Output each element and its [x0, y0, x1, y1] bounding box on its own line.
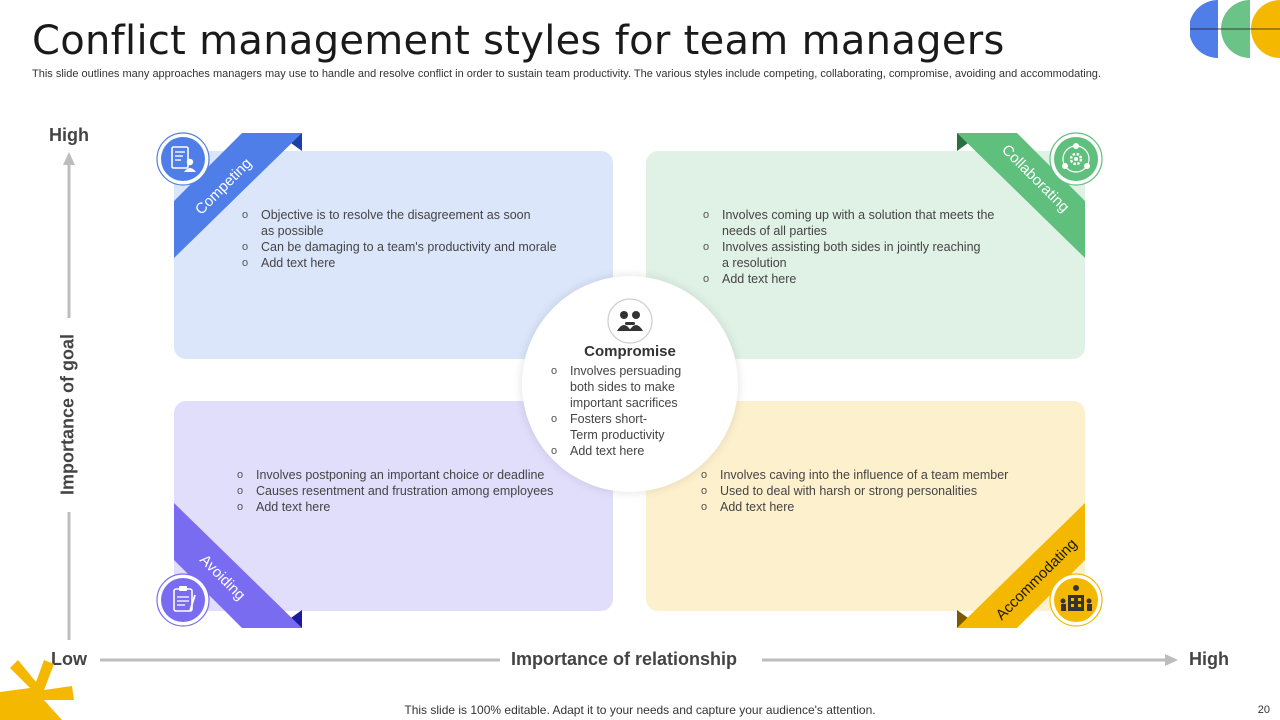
collaborating-points: Involves coming up with a solution that … [703, 207, 1033, 287]
compromise-point: Involves persuading [551, 363, 711, 379]
competing-point-continued: as possible [261, 224, 324, 238]
competing-point: Can be damaging to a team's productivity… [242, 239, 602, 255]
collaborating-point: Add text here [703, 271, 1033, 287]
collaborating-point: Involves coming up with a solution that … [703, 207, 1033, 223]
y-axis-title: Importance of goal [57, 334, 78, 496]
x-axis-title: Importance of relationship [511, 649, 738, 669]
x-axis-low-label: Low [51, 649, 87, 669]
footer-note: This slide is 100% editable. Adapt it to… [404, 703, 876, 717]
compromise-title: Compromise [584, 343, 676, 360]
accommodating-icon [1049, 573, 1103, 627]
page-title: Conflict management styles for team mana… [32, 18, 1005, 64]
compromise-point-continued: Term productivity [570, 428, 665, 442]
decorative-circles [1190, 0, 1280, 58]
collaborating-point: Involves assisting both sides in jointly… [703, 239, 1033, 255]
competing-point: Objective is to resolve the disagreement… [242, 207, 602, 223]
competing-icon [156, 132, 210, 186]
accommodating-point: Involves caving into the influence of a … [701, 467, 1041, 483]
competing-points: Objective is to resolve the disagreement… [242, 207, 602, 271]
compromise-points: Involves persuading both sides to make i… [551, 363, 711, 459]
avoiding-point: Add text here [237, 499, 597, 515]
compromise-point-continued: both sides to make [570, 380, 675, 394]
x-axis-high-label: High [1189, 649, 1229, 669]
competing-point: Add text here [242, 255, 602, 271]
accommodating-point: Used to deal with harsh or strong person… [701, 483, 1041, 499]
accommodating-point: Add text here [701, 499, 1041, 515]
page-subtitle: This slide outlines many approaches mana… [32, 68, 1101, 80]
y-axis-high-label: High [49, 125, 89, 145]
collaborating-point-continued: needs of all parties [722, 224, 827, 238]
collaborating-icon [1049, 132, 1103, 186]
decorative-burst [0, 660, 74, 720]
avoiding-points: Involves postponing an important choice … [237, 467, 597, 515]
avoiding-point: Involves postponing an important choice … [237, 467, 597, 483]
compromise-point-continued: important sacrifices [570, 396, 678, 410]
compromise-point: Fosters short- [551, 411, 711, 427]
accommodating-points: Involves caving into the influence of a … [701, 467, 1041, 515]
compromise-point: Add text here [551, 443, 711, 459]
page-number: 20 [1257, 704, 1270, 716]
avoiding-point: Causes resentment and frustration among … [237, 483, 597, 499]
collaborating-point-continued: a resolution [722, 256, 787, 270]
compromise-icon [607, 298, 653, 344]
avoiding-icon [156, 573, 210, 627]
avoiding-corner-banner: Avoiding [174, 503, 302, 628]
